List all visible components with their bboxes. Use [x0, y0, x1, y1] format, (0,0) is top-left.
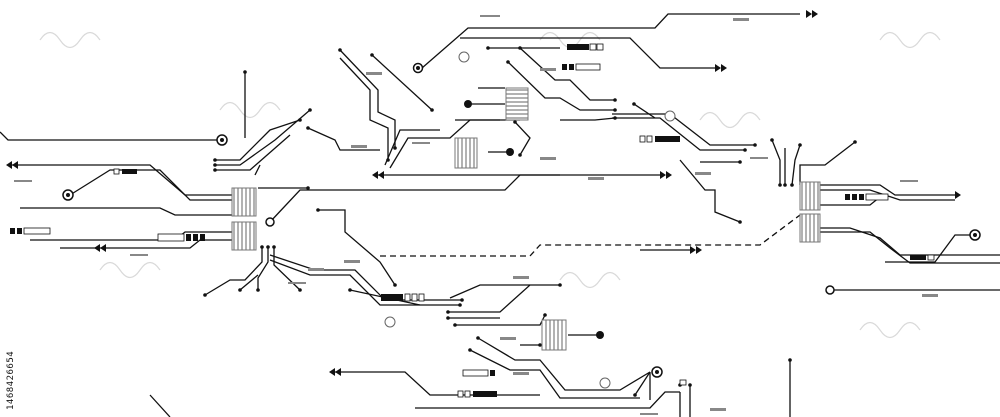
label-chips [10, 43, 935, 398]
connection-nodes [62, 51, 981, 389]
arrow-icons [6, 10, 961, 376]
micro-text-marks [14, 15, 938, 415]
traces [0, 13, 1000, 417]
connector-blocks [231, 87, 821, 351]
stock-id-label: 1468426654 [6, 350, 16, 410]
terminal-dots [203, 46, 857, 397]
